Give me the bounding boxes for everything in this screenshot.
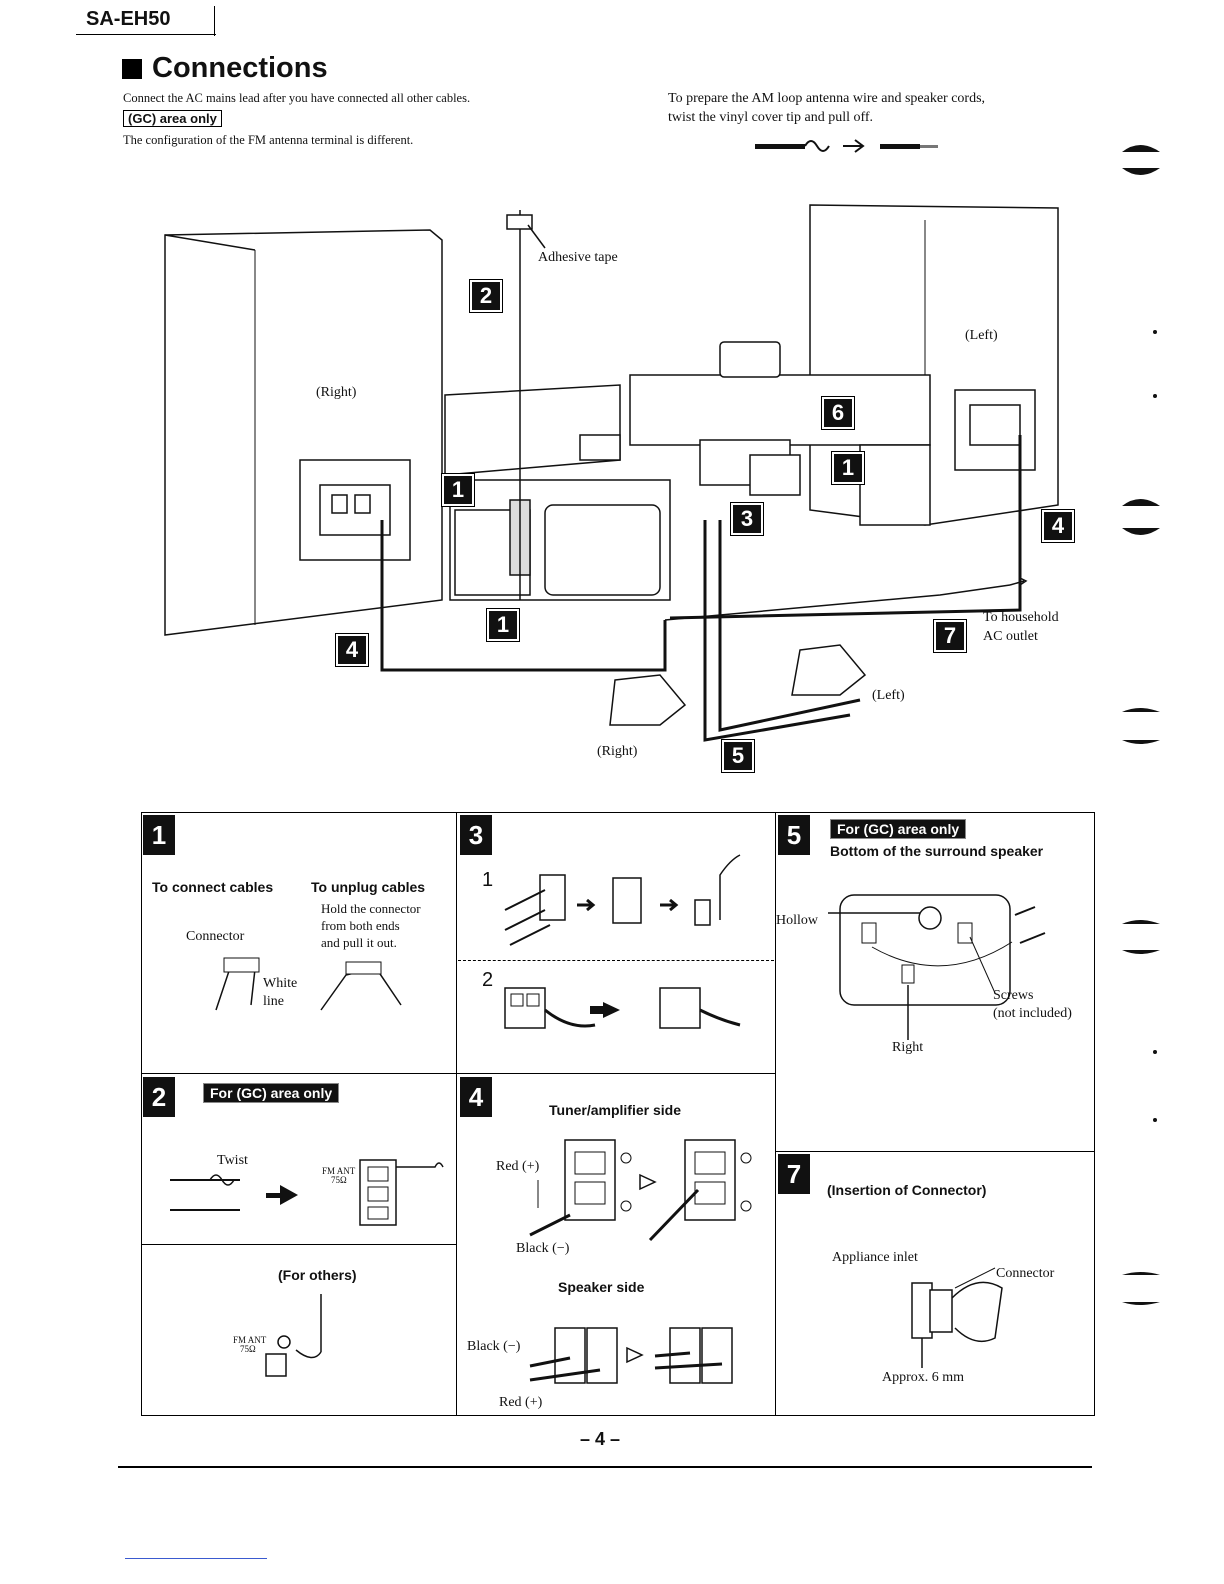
right-speaker-label: (Right) bbox=[316, 385, 357, 400]
fm-ant-gc-label: FM ANT bbox=[322, 1166, 356, 1176]
speaker-black-minus-label: Black (−) bbox=[467, 1339, 521, 1354]
ac-inlet-insertion-illustration bbox=[911, 1267, 1003, 1368]
fm-ant-others-label: FM ANT bbox=[233, 1335, 267, 1345]
step-2-number: 2 bbox=[143, 1077, 175, 1117]
step-3-divider bbox=[458, 960, 774, 961]
fm-antenna-wire bbox=[506, 210, 546, 600]
speaker-red-plus-label: Red (+) bbox=[499, 1395, 543, 1410]
adhesive-tape-label: Adhesive tape bbox=[538, 250, 618, 265]
model-underline bbox=[76, 34, 216, 35]
unplug-line-3: and pull it out. bbox=[321, 935, 397, 950]
note-prepare-line2: twist the vinyl cover tip and pull off. bbox=[668, 110, 874, 125]
surround-bottom-label: Bottom of the surround speaker bbox=[830, 843, 1044, 859]
note-fm-config: The configuration of the FM antenna term… bbox=[123, 133, 414, 147]
tuner-amplifier-side-label: Tuner/amplifier side bbox=[549, 1102, 681, 1118]
tuner-black-minus-label: Black (−) bbox=[516, 1241, 570, 1256]
twist-label: Twist bbox=[217, 1153, 248, 1168]
wire-twist-illustration bbox=[755, 139, 938, 153]
connector-hands-illustration bbox=[215, 957, 402, 1011]
note-prepare-line1: To prepare the AM loop antenna wire and … bbox=[668, 91, 986, 106]
page-title-text: Connections bbox=[152, 52, 328, 84]
bullet-square-icon bbox=[122, 58, 142, 79]
household-label-1: To household bbox=[983, 610, 1059, 625]
household-label-2: AC outlet bbox=[983, 629, 1038, 644]
ohm-others-label: 75Ω bbox=[240, 1344, 256, 1354]
speaker-side-label: Speaker side bbox=[558, 1279, 645, 1295]
step-2-gc-tag: For (GC) area only bbox=[203, 1083, 340, 1103]
callout-6: 6 bbox=[821, 396, 855, 430]
unplug-line-2: from both ends bbox=[321, 918, 400, 933]
model-divider bbox=[214, 6, 215, 36]
callout-1-left: 1 bbox=[441, 473, 475, 507]
surround-speakers bbox=[609, 644, 867, 726]
for-others-label: (For others) bbox=[278, 1267, 357, 1283]
tuner-terminal-illustration bbox=[529, 1139, 752, 1242]
step-7-number: 7 bbox=[778, 1154, 810, 1194]
connect-cables-title: To connect cables bbox=[152, 879, 274, 895]
fm-antenna-gc-illustration bbox=[170, 1159, 444, 1226]
gc-area-tag: (GC) area only bbox=[123, 110, 222, 128]
page-title: Connections bbox=[122, 52, 328, 85]
hollow-label: Hollow bbox=[776, 913, 818, 928]
right-position-label: Right bbox=[892, 1040, 924, 1055]
footer-link-rule bbox=[125, 1558, 267, 1559]
screws-not-included-label: (not included) bbox=[993, 1006, 1072, 1021]
surround-right-label: (Right) bbox=[597, 744, 638, 759]
am-antenna-connect-illustration bbox=[504, 987, 741, 1029]
speaker-cables bbox=[380, 435, 1022, 742]
callout-4-right: 4 bbox=[1041, 509, 1075, 543]
step-4-number: 4 bbox=[460, 1077, 492, 1117]
screws-label: Screws bbox=[993, 988, 1034, 1003]
callout-2: 2 bbox=[469, 279, 503, 313]
step-7-panel bbox=[775, 1151, 1095, 1416]
callout-7: 7 bbox=[933, 619, 967, 653]
surround-bottom-illustration bbox=[828, 894, 1046, 1040]
connector-label: Connector bbox=[186, 929, 245, 944]
callout-1-bottom: 1 bbox=[486, 608, 520, 642]
tuner-red-plus-label: Red (+) bbox=[496, 1159, 540, 1174]
footer-rule bbox=[118, 1466, 1092, 1468]
left-speaker-label: (Left) bbox=[965, 328, 998, 343]
ac-mains-lead bbox=[664, 577, 1028, 621]
fm-antenna-others-illustration bbox=[265, 1294, 322, 1377]
page-number: – 4 – bbox=[580, 1429, 621, 1449]
gc-area-tag-text: (GC) area only bbox=[123, 110, 222, 127]
right-speaker-box bbox=[164, 229, 443, 636]
insertion-of-connector-label: (Insertion of Connector) bbox=[827, 1182, 987, 1198]
step-3-number: 3 bbox=[460, 815, 492, 855]
unplug-instructions: Hold the connector from both ends and pu… bbox=[321, 900, 421, 951]
ohm-gc-label: 75Ω bbox=[331, 1175, 347, 1185]
step-1-number: 1 bbox=[143, 815, 175, 855]
connector-7-label: Connector bbox=[996, 1266, 1055, 1281]
step-3-sub-1: 1 bbox=[482, 869, 494, 891]
unplug-cables-title: To unplug cables bbox=[311, 879, 426, 895]
step-5-gc-tag: For (GC) area only bbox=[830, 819, 967, 839]
callout-5: 5 bbox=[721, 739, 755, 773]
step-3-sub-2: 2 bbox=[482, 969, 494, 991]
callout-4-left: 4 bbox=[335, 633, 369, 667]
callout-1-right: 1 bbox=[831, 451, 865, 485]
unplug-line-1: Hold the connector bbox=[321, 901, 421, 916]
main-unit bbox=[444, 341, 931, 601]
approx-6mm-label: Approx. 6 mm bbox=[882, 1370, 965, 1385]
am-antenna-assembly-illustration bbox=[504, 854, 741, 946]
connection-diagram bbox=[164, 204, 1059, 742]
step-5-number: 5 bbox=[778, 815, 810, 855]
appliance-inlet-label: Appliance inlet bbox=[832, 1250, 918, 1265]
callout-3: 3 bbox=[730, 502, 764, 536]
surround-left-label: (Left) bbox=[872, 688, 905, 703]
white-line-label: White line bbox=[263, 976, 298, 1009]
binding-marks bbox=[1122, 145, 1160, 1305]
speaker-terminal-illustration bbox=[529, 1327, 733, 1384]
note-ac-mains: Connect the AC mains lead after you have… bbox=[123, 91, 471, 105]
model-number: SA-EH50 bbox=[86, 8, 171, 30]
